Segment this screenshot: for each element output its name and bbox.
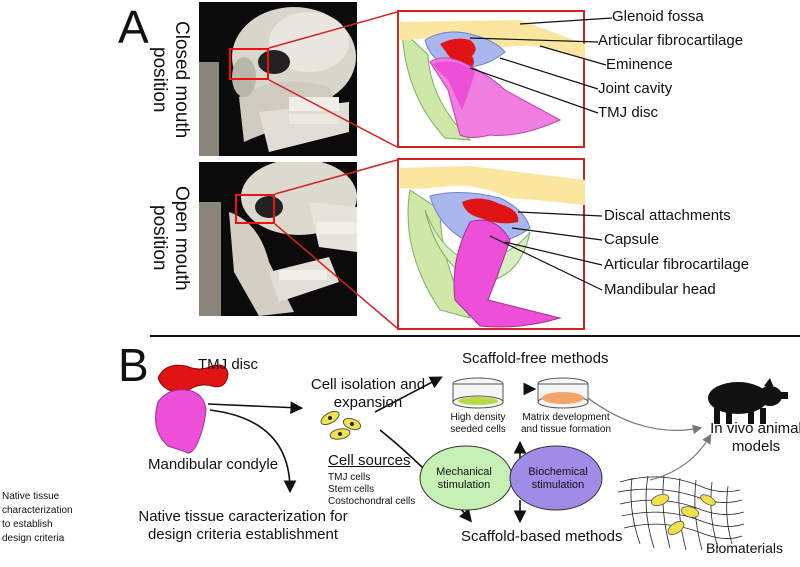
open-fossa-shape [400,166,585,205]
high-density-dish-icon [452,377,504,409]
open-leader-lines [489,211,603,291]
open-mouth-label-line1: Open mouth [171,185,192,291]
open-mouth-label: Open mouth position [148,178,192,298]
closed-condyle-head [432,61,475,110]
label-mandibular-condyle: Mandibular condyle [148,456,279,473]
panel-b-letter: B [118,339,149,391]
label-glenoid-fossa: Glenoid fossa [612,8,704,25]
biomaterials-mesh-icon [617,475,745,551]
high-density-line1: High density [450,412,506,423]
side-note-line: characterization [2,505,73,516]
open-mouth-label-line2: position [149,205,170,271]
label-biomaterials: Biomaterials [706,540,784,556]
closed-mouth-roi-box [229,48,269,80]
high-density-line2: seeded cells [450,424,506,435]
closed-disc-shape [440,38,476,70]
label-matrix-development: Matrix development and tissue formation [521,412,611,436]
label-joint-cavity: Joint cavity [598,80,673,97]
biochemical-line1: Biochemical [528,466,588,478]
label-biochemical-stimulation: Biochemical stimulation [528,466,587,492]
open-disc-shape [462,198,519,224]
pig-icon [708,378,788,424]
cell-sources-block: Cell sources TMJ cells Stem cells Costoc… [328,452,415,508]
side-note-line: Native tissue [2,491,60,502]
label-mechanical-stimulation: Mechanical stimulation [436,466,492,492]
closed-capsule-shape [401,28,472,141]
mechanical-line2: stimulation [437,479,491,491]
label-scaffold-free: Scaffold-free methods [462,350,609,367]
label-discal-attachments: Discal attachments [604,207,731,224]
closed-joint-anatomy [400,20,585,141]
label-high-density: High density seeded cells [450,412,506,436]
panel-a-letter: A [118,1,149,53]
label-cell-isolation: Cell isolation and expansion [311,376,425,412]
closed-mouth-label: Closed mouth position [148,10,192,150]
open-mouth-ct-image [199,162,357,316]
closed-fossa-shape [400,20,585,60]
label-articular-fibrocartilage-open: Articular fibrocartilage [604,256,750,273]
label-in-vivo: In vivo animal models [710,420,800,456]
cell-source-item: Stem cells [328,484,375,495]
native-tissue-line2: design criteria establishment [147,526,339,543]
in-vivo-line2: models [731,438,781,455]
cell-source-item: TMJ cells [328,472,371,483]
label-capsule: Capsule [604,231,660,248]
open-mouth-roi-box [235,194,275,224]
mechanical-line1: Mechanical [436,466,492,478]
cell-isolation-line2: expansion [333,394,403,411]
open-joint-anatomy [400,166,585,328]
closed-leader-lines [469,17,613,114]
zoom-connector-lines [268,11,398,329]
matrix-line2: and tissue formation [520,424,612,435]
biochemical-line2: stimulation [531,479,585,491]
panel-b-gray-arrows [579,391,712,481]
side-note-line: design criteria [2,533,65,544]
matrix-line1: Matrix development [522,412,610,423]
label-tmj-disc-b: TMJ disc [198,356,258,373]
cells-icon [320,410,362,440]
label-tmj-disc-closed: TMJ disc [598,104,658,121]
cell-isolation-line1: Cell isolation and [310,376,426,393]
native-tissue-line1: Native tissue caracterization for [138,508,348,525]
biochemical-stimulation-ellipse [509,445,603,511]
in-vivo-line1: In vivo animal [710,420,800,437]
cell-source-item: Costochondral cells [328,496,416,507]
biomaterials-cells-icon [650,493,716,535]
label-scaffold-based: Scaffold-based methods [461,528,623,545]
closed-mouth-label-line1: Closed mouth [171,21,192,139]
side-note: Native tissue characterization to establ… [2,490,73,546]
label-native-tissue: Native tissue caracterization for design… [138,508,347,544]
mandibular-condyle-shape [155,389,207,454]
side-note-line: to establish [2,519,53,530]
label-articular-fibrocartilage-closed: Articular fibrocartilage [598,32,744,49]
label-eminence: Eminence [606,56,673,73]
cell-sources-title: Cell sources [328,452,411,469]
label-mandibular-head: Mandibular head [604,281,716,298]
closed-mouth-label-line2: position [149,47,170,113]
open-condyle-shape [453,219,562,328]
matrix-dish-icon [537,377,589,409]
